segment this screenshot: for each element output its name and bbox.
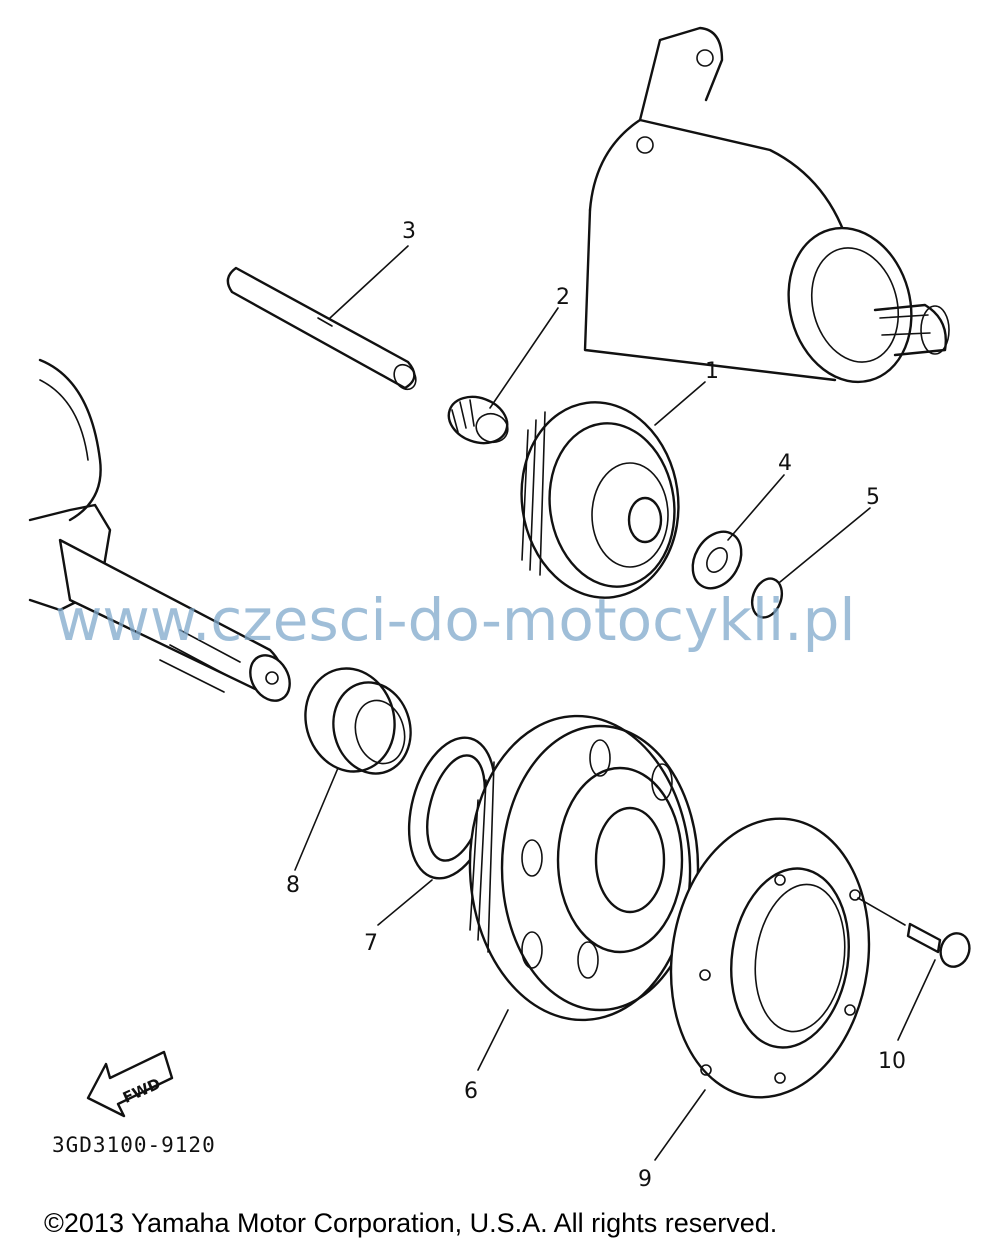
leader-lines — [294, 245, 936, 1161]
part-label-7: 7 — [364, 931, 378, 956]
part-label-8: 8 — [286, 873, 300, 898]
part-label-4: 4 — [778, 451, 792, 476]
circlip-part — [750, 577, 784, 619]
bolt-part — [857, 897, 971, 968]
crankshaft-assembly — [28, 358, 291, 702]
washer-part — [691, 530, 743, 590]
part-label-5: 5 — [866, 485, 880, 510]
needle-bearing-small — [447, 395, 509, 445]
part-label-10: 10 — [878, 1049, 906, 1074]
part-label-6: 6 — [464, 1079, 478, 1104]
starter-motor — [583, 26, 950, 384]
copyright-notice: ©2013 Yamaha Motor Corporation, U.S.A. A… — [44, 1208, 777, 1238]
fwd-arrow-icon: FWD — [86, 1050, 174, 1118]
part-label-9: 9 — [638, 1167, 652, 1192]
watermark-url: www.czesci-do-motocykli.pl — [55, 586, 856, 654]
drawing-code: 3GD3100-9120 — [52, 1133, 216, 1157]
clutch-housing — [669, 817, 871, 1099]
part-label-2: 2 — [556, 285, 570, 310]
part-number-labels: 1 2 3 4 5 6 7 8 9 10 — [286, 219, 906, 1192]
starter-wheel-gear — [468, 714, 700, 1022]
part-label-3: 3 — [402, 219, 416, 244]
needle-bearing-large — [304, 667, 412, 775]
idler-gear — [520, 401, 680, 599]
shaft-part — [226, 266, 417, 391]
part-label-1: 1 — [705, 359, 719, 384]
